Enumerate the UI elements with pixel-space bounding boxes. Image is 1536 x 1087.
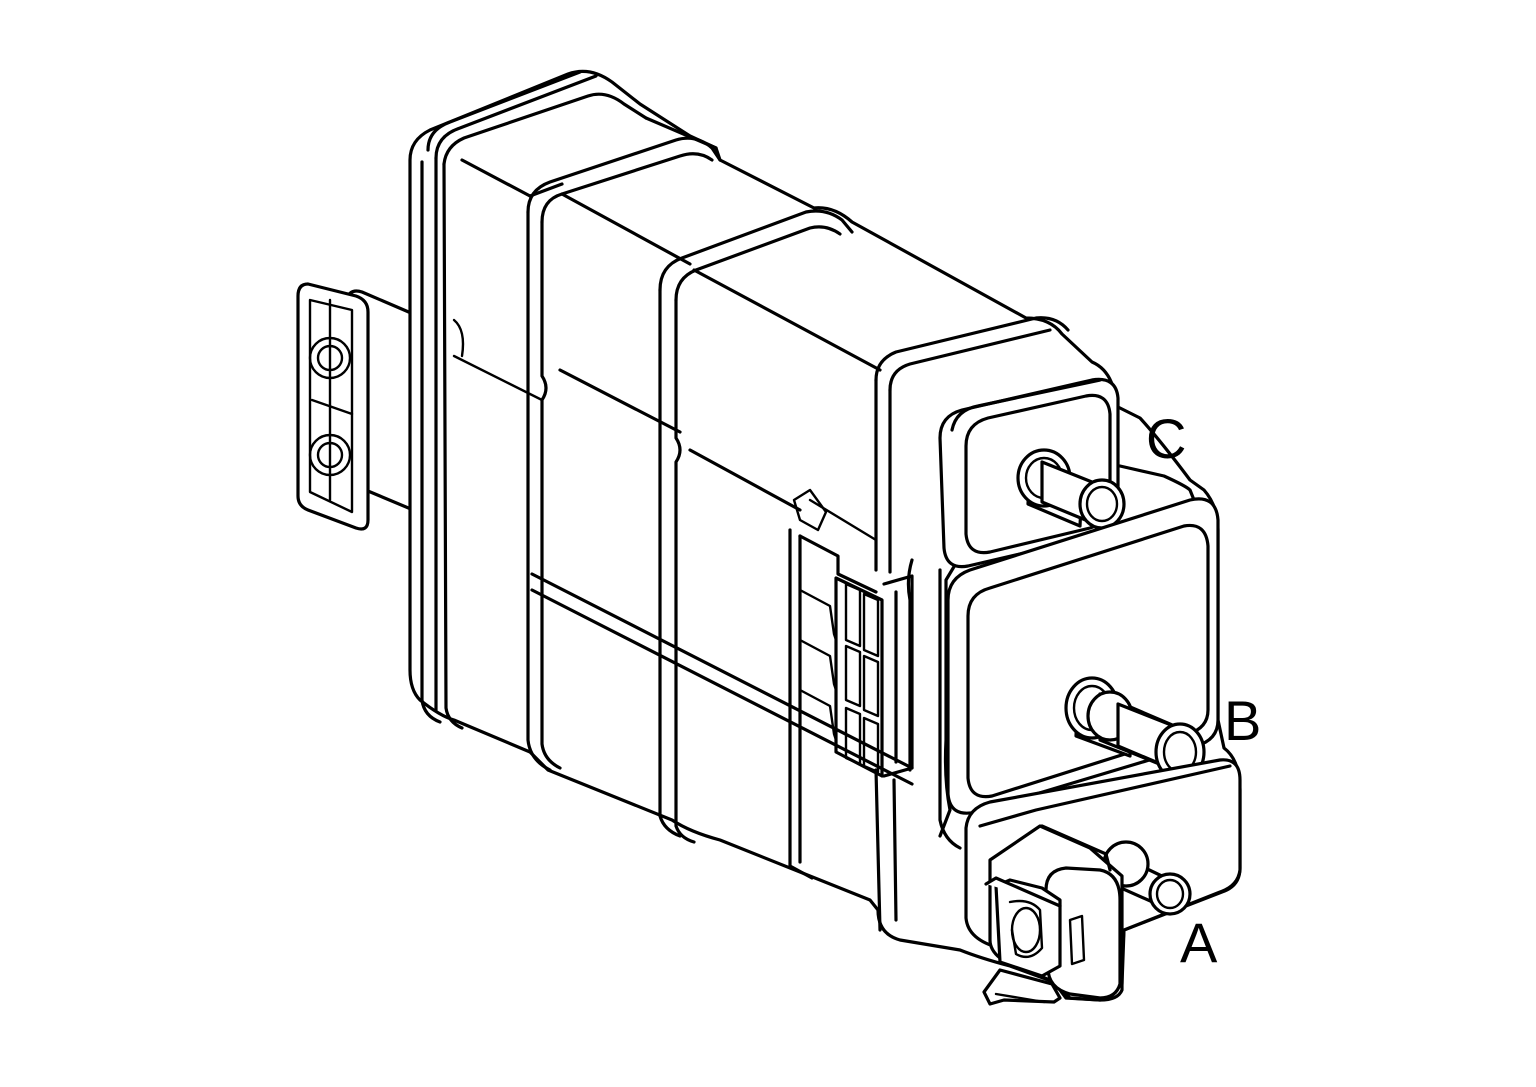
vent-grill (788, 528, 914, 880)
callout-a: A (1180, 911, 1218, 974)
electrical-connector (982, 824, 1124, 1006)
port-c-nipple (1016, 448, 1126, 530)
port-b-nipple (1064, 676, 1206, 782)
mounting-bracket (296, 282, 420, 531)
callout-c: C (1146, 407, 1186, 470)
callout-b: B (1224, 689, 1261, 752)
